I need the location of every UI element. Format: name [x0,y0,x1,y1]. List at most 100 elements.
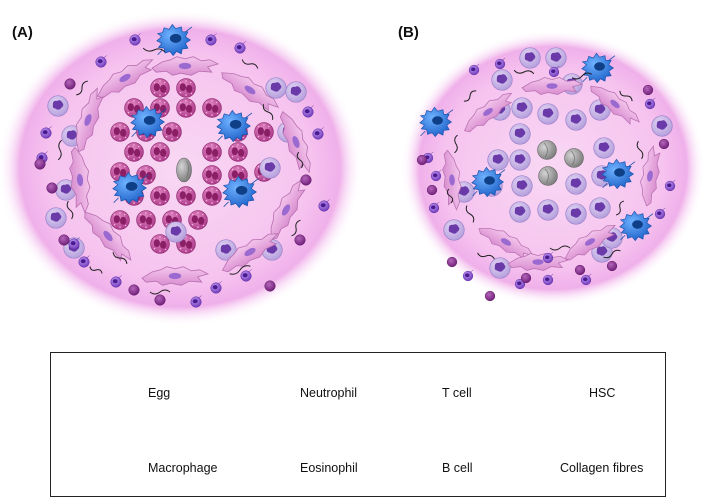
collagen-fibre [112,252,128,264]
b-cell [300,174,312,186]
neutrophil [259,157,281,179]
neutrophil [565,203,587,225]
b-cell [426,184,438,196]
eosinophil [150,186,170,206]
collagen-fibre [262,104,274,120]
eosinophil [150,234,170,254]
b-cell [34,158,46,170]
eosinophil [150,78,170,98]
collagen-fibre [571,72,593,80]
b-cell [128,284,140,296]
egg [538,166,558,186]
neutrophil [519,47,541,69]
collagen-fibre [463,90,477,102]
eosinophil [150,142,170,162]
neutrophil [265,77,287,99]
b-cell [46,182,58,194]
b-cell [446,256,458,268]
legend-macrophage-label: Macrophage [148,461,218,475]
eosinophil [202,186,222,206]
neutrophil [45,207,67,229]
neutrophil [545,47,567,69]
eosinophil [136,210,156,230]
collagen-fibre [241,59,259,69]
collagen-fibre [57,139,63,161]
legend-hsc-label: HSC [589,386,616,400]
neutrophil [565,173,587,195]
legend-tcell-label: T cell [442,386,472,400]
b-cell [642,84,654,96]
b-cell [154,294,166,306]
neutrophil [511,175,533,197]
b-cell [606,260,618,272]
neutrophil [593,137,615,159]
neutrophil [165,221,187,243]
neutrophil [509,123,531,145]
b-cell [58,234,70,246]
legend [50,352,666,497]
collagen-fibre [89,266,103,274]
granuloma-a [34,24,331,308]
collagen-fibre [229,265,251,275]
neutrophil [491,69,513,91]
collagen-fibre [142,47,166,53]
neutrophil [589,197,611,219]
legend-eosinophil-label: Eosinophil [300,461,358,475]
neutrophil [651,115,673,137]
collagen-fibre [636,140,644,160]
collagen-fibre [619,90,633,102]
eosinophil [176,98,196,118]
collagen-fibre [603,249,621,259]
collagen-fibre [291,219,301,237]
panel-a-label: (A) [12,24,33,41]
legend-bcell-label: B cell [442,461,473,475]
eosinophil [254,122,274,142]
collagen-fibre [66,200,74,220]
neutrophil [509,201,531,223]
eosinophil [176,186,196,206]
b-cell [416,154,428,166]
panel-b-label: (B) [398,24,419,41]
neutrophil [285,81,307,103]
eosinophil [110,122,130,142]
b-cell [658,138,670,150]
neutrophil [511,97,533,119]
collagen-fibre [446,188,454,204]
neutrophil [47,95,69,117]
neutrophil [565,109,587,131]
collagen-fibre [76,80,88,96]
neutrophil [443,219,465,241]
eosinophil [202,165,222,185]
egg [537,140,557,160]
collagen-fibre [454,134,458,154]
neutrophil [537,103,559,125]
collagen-fibre [149,289,171,295]
collagen-fibre [477,252,495,260]
eosinophil [110,210,130,230]
eosinophil [202,98,222,118]
b-cell [520,272,532,284]
eosinophil [176,78,196,98]
neutrophil [509,149,531,171]
collagen-fibre [513,69,535,75]
collagen-fibre [465,205,475,223]
b-cell [484,290,496,302]
collagen-fibre [296,151,304,169]
granuloma-b [416,47,676,302]
b-cell [294,234,306,246]
legend-collagen-label: Collagen fibres [560,461,644,475]
legend-neutrophil-label: Neutrophil [300,386,357,400]
collagen-fibre [549,245,571,251]
eosinophil [202,142,222,162]
b-cell [64,78,76,90]
egg [176,157,192,183]
eosinophil [162,122,182,142]
legend-egg-label: Egg [148,386,171,400]
eosinophil [188,210,208,230]
b-cell [264,280,276,292]
neutrophil [489,257,511,279]
eosinophil [124,142,144,162]
egg [564,148,584,168]
neutrophil [487,149,509,171]
